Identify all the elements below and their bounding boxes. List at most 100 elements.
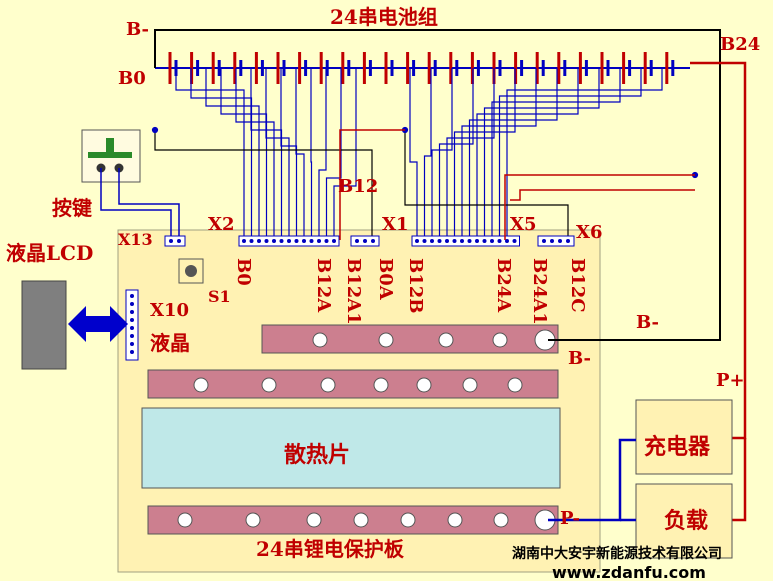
wire-b-minus	[154, 29, 721, 341]
battery-cell	[557, 52, 567, 84]
sampling-wire	[205, 68, 260, 240]
wire-b12-red-1	[339, 129, 405, 240]
sampling-wire	[280, 68, 298, 240]
push-button[interactable]	[81, 129, 141, 183]
sampling-wire	[438, 68, 474, 240]
sampling-wire	[318, 68, 327, 240]
label-p-minus: P-	[560, 508, 580, 529]
pin-label: B0A	[375, 258, 396, 301]
wire-p-minus	[548, 438, 636, 522]
aux-wire	[404, 130, 569, 240]
charger-box	[635, 399, 733, 475]
battery-cell	[643, 52, 653, 84]
battery-cell	[211, 52, 221, 84]
label-charger: 充电器	[644, 434, 711, 460]
pin-label: B12C	[567, 258, 588, 313]
sampling-wire	[175, 68, 245, 240]
battery-cell	[254, 52, 264, 84]
wire-b24-red-x6	[510, 189, 695, 201]
label-b12-tap: B12	[338, 176, 378, 197]
battery-cell	[600, 52, 610, 84]
connector-x6	[537, 235, 575, 247]
sampling-wire	[235, 68, 275, 240]
battery-cell	[341, 52, 351, 84]
battery-pack-title: 24串电池组	[330, 5, 438, 29]
pin-label: B0	[233, 258, 254, 286]
battery-cell	[362, 52, 372, 84]
mos-bar-top	[261, 324, 559, 354]
sampling-wire	[476, 68, 579, 240]
sampling-wire	[468, 68, 558, 240]
label-s1: S1	[208, 287, 231, 306]
board-title: 24串锂电保护板	[256, 537, 405, 561]
pin-label: B24A1	[529, 258, 550, 325]
sampling-wire	[325, 68, 342, 240]
label-heatsink: 散热片	[284, 442, 350, 468]
label-x6: X6	[576, 222, 603, 243]
battery-cell	[233, 52, 243, 84]
pin-label: B12B	[405, 258, 426, 313]
load-box	[635, 483, 733, 559]
label-x13: X13	[118, 230, 153, 249]
pin-label: B12A1	[343, 258, 364, 325]
connector-x5	[411, 235, 520, 247]
label-b0: B0	[118, 68, 146, 89]
pin-label: B24A	[493, 258, 514, 313]
label-p-plus: P+	[716, 370, 745, 391]
battery-cell	[384, 52, 394, 84]
label-x1: X1	[382, 214, 409, 235]
wire-load-red	[732, 438, 747, 522]
connector-x13	[164, 235, 186, 247]
heatsink	[141, 407, 561, 489]
sampling-wires	[151, 68, 699, 240]
wire-b24-red	[690, 61, 747, 440]
button-wire-1	[100, 168, 172, 240]
connector-x2	[238, 235, 340, 247]
sampling-wire	[295, 68, 305, 240]
battery-cell	[406, 52, 416, 84]
lcd-link-arrow	[68, 306, 128, 342]
sampling-wire	[265, 68, 290, 240]
pin-label: B12A	[313, 258, 334, 313]
battery-cell	[622, 52, 632, 84]
label-b-minus-top: B-	[126, 19, 149, 40]
sampling-wire	[506, 68, 663, 240]
footer-company: 湖南中大安宇新能源技术有限公司	[512, 545, 722, 562]
label-lcd: 液晶LCD	[6, 241, 93, 265]
button-wire-2	[118, 168, 180, 240]
label-b24: B24	[720, 34, 760, 55]
label-b-minus-board: B-	[568, 348, 591, 369]
lcd-display	[21, 280, 67, 370]
switch-s1[interactable]	[178, 258, 204, 284]
label-lcd-connector: 液晶	[150, 331, 190, 355]
sampling-wire	[310, 68, 313, 240]
battery-cell	[449, 52, 459, 84]
sampling-wire	[333, 68, 357, 240]
battery-pack	[155, 52, 690, 84]
sampling-wire	[483, 68, 600, 240]
battery-cell	[578, 52, 588, 84]
sampling-wire	[446, 68, 495, 240]
label-x10: X10	[150, 300, 189, 321]
aux-wire	[154, 130, 373, 240]
label-x2: X2	[208, 214, 235, 235]
label-x5: X5	[510, 214, 537, 235]
battery-cell	[427, 52, 437, 84]
battery-cell	[298, 52, 308, 84]
mos-bar-bottom	[147, 505, 559, 535]
connector-x10	[125, 289, 139, 361]
sampling-wire	[491, 68, 621, 240]
battery-cell	[535, 52, 545, 84]
label-load: 负载	[664, 508, 708, 534]
sampling-wire	[423, 68, 432, 240]
wire-b24-red-tap	[504, 174, 695, 240]
label-button: 按键	[52, 196, 92, 220]
battery-cell	[665, 52, 675, 84]
sampling-wire	[498, 68, 642, 240]
battery-cell	[276, 52, 286, 84]
sampling-wire	[409, 68, 418, 240]
label-b-minus-right: B-	[636, 312, 659, 333]
footer-url: www.zdanfu.com	[552, 563, 706, 581]
mos-bar-middle	[147, 369, 559, 399]
